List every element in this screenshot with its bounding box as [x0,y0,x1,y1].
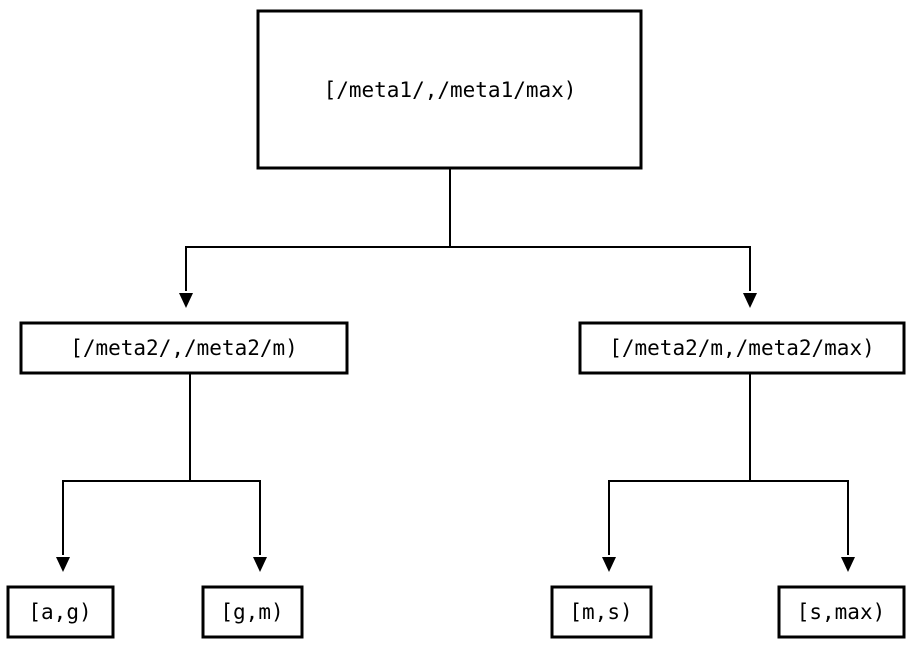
node-mid-left[interactable]: [/meta2/,/meta2/m) [19,321,349,375]
edge-mid-left-to-leaf-2 [190,479,267,572]
node-leaf-1-box[interactable] [6,585,115,639]
edge-mid-right-to-leaf-4 [750,479,855,572]
node-mid-left-label: [/meta2/,/meta2/m) [70,336,298,360]
edge-path-mid-right-leaf-4 [750,479,850,555]
node-mid-right-label: [/meta2/m,/meta2/max) [609,336,875,360]
node-leaf-2-label: [g,m) [220,600,283,624]
edge-path-root-mid-right [450,245,752,291]
node-root[interactable]: [/meta1/,/meta1/max) [256,9,643,170]
arrowhead-icon [179,293,193,308]
node-mid-right[interactable]: [/meta2/m,/meta2/max) [578,321,906,375]
node-leaf-1[interactable]: [a,g) [6,585,115,639]
node-mid-left-box[interactable] [19,321,349,375]
arrowhead-icon [56,557,70,572]
edge-path-root-mid-left [184,168,452,291]
node-leaf-2[interactable]: [g,m) [201,585,304,639]
edge-mid-left-to-leaf-1 [56,373,192,572]
edge-root-to-mid-right [450,245,757,308]
edge-path-mid-right-leaf-3 [607,373,752,555]
node-leaf-3-box[interactable] [550,585,653,639]
edge-root-to-mid-left [179,168,452,308]
arrowhead-icon [841,557,855,572]
node-leaf-3-label: [m,s) [569,600,632,624]
node-root-label: [/meta1/,/meta1/max) [324,78,577,102]
node-root-box[interactable] [256,9,643,170]
arrowhead-icon [253,557,267,572]
arrowhead-icon [743,293,757,308]
node-leaf-3[interactable]: [m,s) [550,585,653,639]
node-mid-right-box[interactable] [578,321,906,375]
node-leaf-1-label: [a,g) [28,600,91,624]
arrowhead-icon [602,557,616,572]
edge-path-mid-left-leaf-1 [61,373,192,555]
edge-mid-right-to-leaf-3 [602,373,752,572]
node-leaf-4[interactable]: [s,max) [777,585,906,639]
node-leaf-4-box[interactable] [777,585,906,639]
edge-path-mid-left-leaf-2 [190,479,262,555]
node-leaf-4-label: [s,max) [797,600,886,624]
node-leaf-2-box[interactable] [201,585,304,639]
